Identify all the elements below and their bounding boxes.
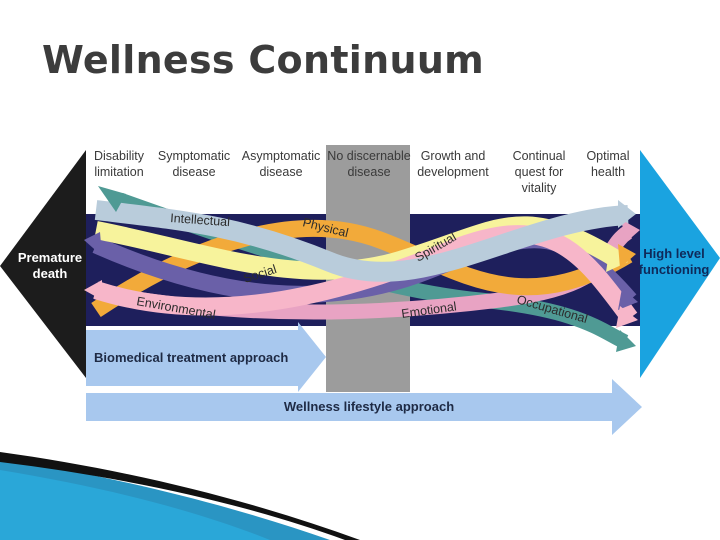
environmental-tail-arrowhead xyxy=(84,280,102,300)
biomedical-approach-arrow xyxy=(86,322,326,392)
wellness-approach-label: Wellness lifestyle approach xyxy=(284,399,454,414)
physical-arrowhead xyxy=(618,244,636,268)
premature-death-arrow xyxy=(0,150,86,378)
occupational-tail-arrowhead xyxy=(98,186,126,212)
corner-swoosh xyxy=(0,452,360,540)
label-intellectual: Intellectual xyxy=(170,211,231,229)
ribbon-intellectual xyxy=(94,200,629,282)
occupational-arrowhead xyxy=(616,330,636,352)
wellness-approach-arrow xyxy=(86,379,642,435)
high-level-functioning-arrow xyxy=(640,150,720,378)
emotional-arrowhead xyxy=(622,220,640,244)
intellectual-arrowhead xyxy=(618,200,636,228)
dimension-ribbons xyxy=(91,192,638,349)
environmental-arrowhead xyxy=(616,306,638,328)
slide-title: Wellness Continuum xyxy=(42,38,485,82)
biomedical-approach-label: Biomedical treatment approach xyxy=(94,350,288,365)
social-arrowhead xyxy=(618,288,638,310)
spiritual-arrowhead xyxy=(606,246,628,272)
ribbon-arrowheads xyxy=(84,186,640,352)
social-tail-arrowhead xyxy=(84,232,102,256)
